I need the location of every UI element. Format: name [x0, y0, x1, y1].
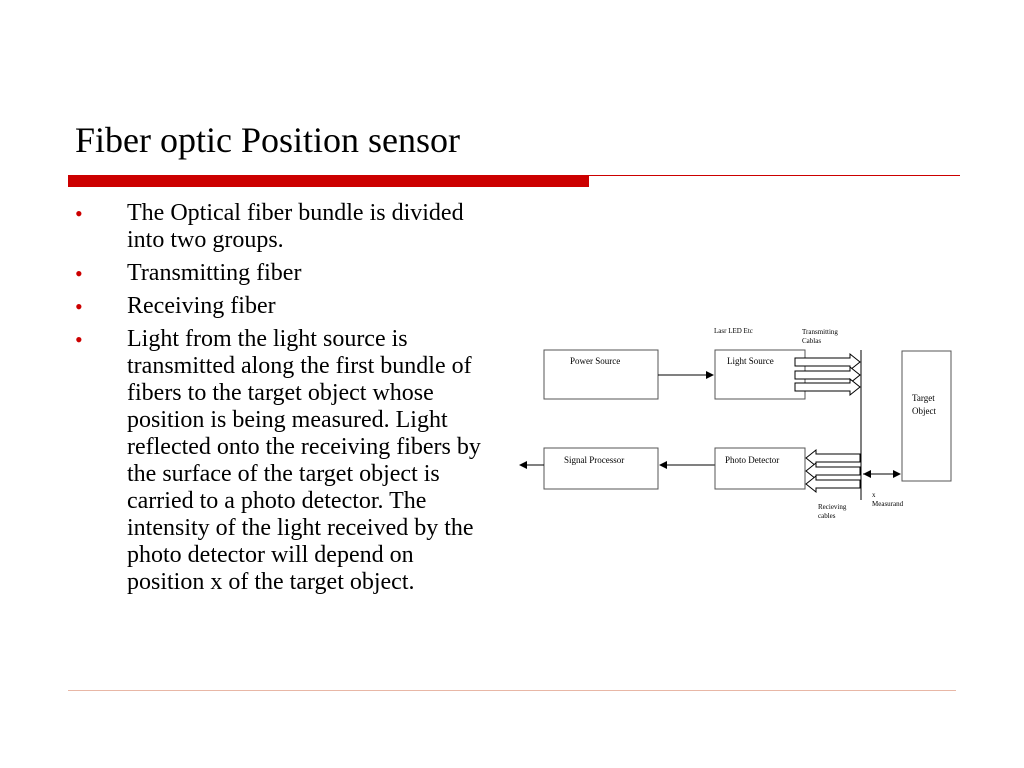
bullet-icon: • [75, 327, 83, 352]
title-underline-thick [68, 175, 589, 187]
bullet-item: • Light from the light source is transmi… [75, 326, 495, 596]
transmitting-label: Transmitting [802, 328, 838, 336]
title-underline-thin [589, 175, 960, 176]
bullet-text: Transmitting fiber [127, 260, 302, 286]
bullet-icon: • [75, 261, 83, 286]
bullet-item: • Transmitting fiber [75, 260, 495, 287]
bullet-item: • Receiving fiber [75, 293, 495, 320]
photo-detector-label: Photo Detector [725, 455, 779, 465]
signal-processor-box [543, 447, 659, 490]
transmitting-fiber-arrows [794, 352, 861, 397]
receiving-fiber-arrows [805, 448, 861, 494]
signal-processor-label: Signal Processor [564, 455, 624, 465]
laser-led-label: Lasr LED Etc [714, 327, 753, 335]
transmitting-label-2: Cablas [802, 337, 821, 345]
bullet-list: • The Optical fiber bundle is divided in… [75, 200, 495, 602]
light-source-box [714, 349, 806, 400]
receiving-label: Recieving [818, 503, 847, 511]
light-source-label: Light Source [727, 356, 774, 366]
footer-rule [68, 690, 956, 691]
target-label: Target [912, 393, 935, 403]
fiber-sensor-diagram: Lasr LED Etc Transmitting Cablas Power S… [519, 327, 952, 520]
receiving-label-2: cables [818, 512, 836, 520]
target-label-2: Object [912, 406, 936, 416]
bullet-text: Receiving fiber [127, 293, 276, 319]
x-label: x [872, 491, 876, 499]
power-source-label: Power Source [570, 356, 620, 366]
bullet-icon: • [75, 294, 83, 319]
photo-detector-box [714, 447, 806, 490]
bullet-item: • The Optical fiber bundle is divided in… [75, 200, 495, 254]
bullet-text: Light from the light source is transmitt… [127, 326, 481, 595]
bullet-text: The Optical fiber bundle is divided into… [127, 200, 464, 253]
target-object-box [901, 350, 952, 482]
bullet-icon: • [75, 201, 83, 226]
measurand-label: Measurand [872, 500, 904, 508]
slide-title: Fiber optic Position sensor [75, 120, 460, 160]
power-source-box [543, 349, 659, 400]
